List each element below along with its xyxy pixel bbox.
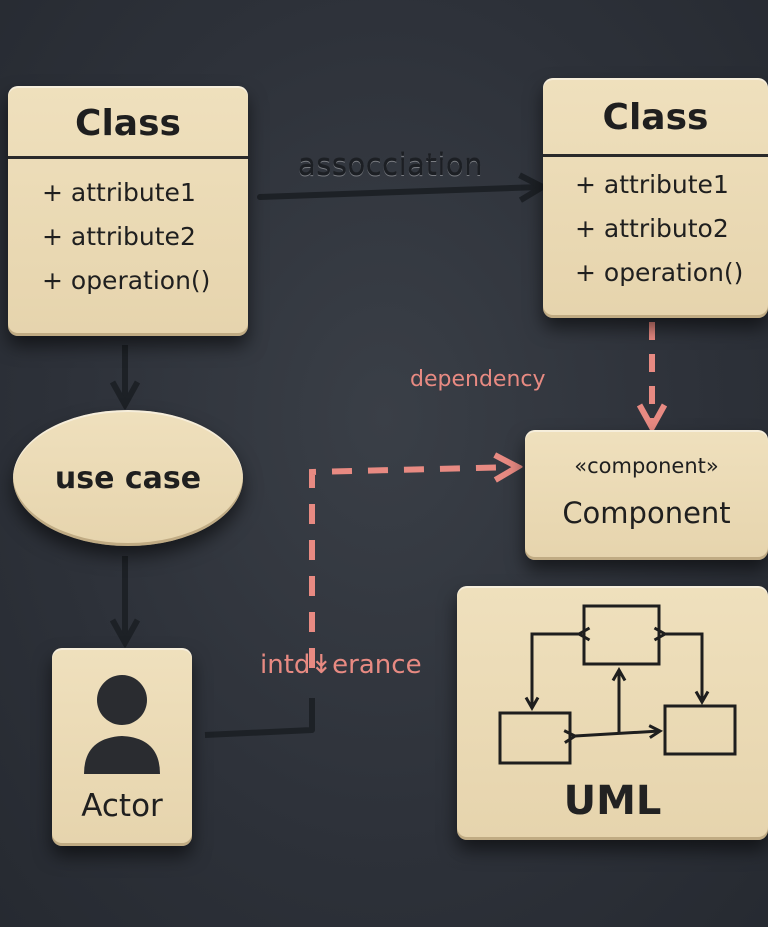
class-operation: + operation() xyxy=(42,259,248,303)
class-attribute: + attribute2 xyxy=(42,215,248,259)
class-attribute: + attributo2 xyxy=(575,207,768,251)
class-attributes: + attribute1 + attribute2 + operation() xyxy=(8,159,248,303)
class-attribute: + attributе1 xyxy=(575,163,768,207)
class-attributes: + attributе1 + attributo2 + operation() xyxy=(543,157,768,295)
actor-card[interactable]: Actor xyxy=(52,648,192,846)
class-attribute: + attribute1 xyxy=(42,171,248,215)
component-name: Component xyxy=(525,496,768,530)
association-line xyxy=(260,187,540,197)
dependency-label: dependency xyxy=(410,367,546,392)
actor-icon xyxy=(52,666,192,786)
actor-label: Actor xyxy=(52,788,192,824)
diagram-icon xyxy=(457,586,768,766)
class-title: Class xyxy=(8,86,248,159)
component-stereotype: «component» xyxy=(525,454,768,478)
uml-label: UML xyxy=(457,778,768,824)
component-card[interactable]: «component» Component xyxy=(525,430,768,560)
class-operation: + operation() xyxy=(575,251,768,295)
association-label: assocciation xyxy=(298,148,483,182)
actor-connector-line xyxy=(205,698,312,735)
class-card-2[interactable]: Class + attributе1 + attributo2 + operat… xyxy=(543,78,768,318)
use-case-label: use case xyxy=(55,461,201,496)
class-title: Class xyxy=(543,78,768,157)
class-card-1[interactable]: Class + attribute1 + attribute2 + operat… xyxy=(8,86,248,336)
uml-card[interactable]: UML xyxy=(457,586,768,840)
use-case-ellipse[interactable]: use case xyxy=(13,410,243,546)
interface-label: intd↡erance xyxy=(260,650,422,680)
